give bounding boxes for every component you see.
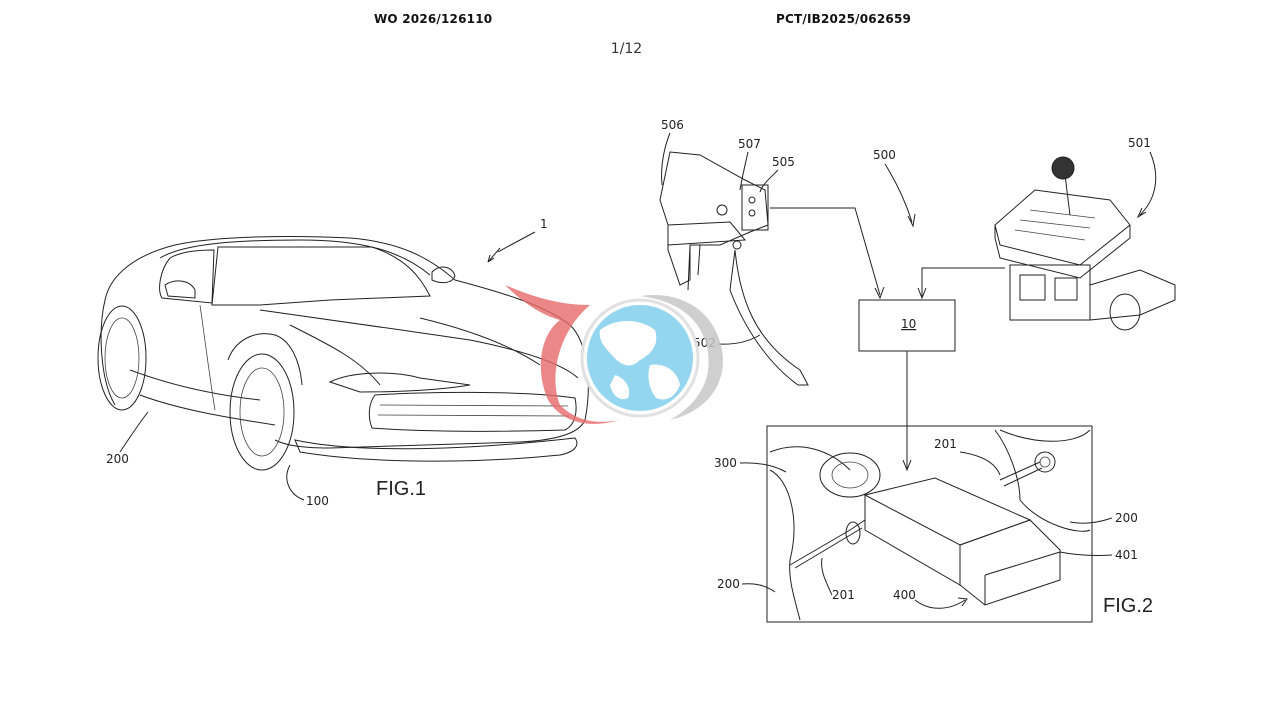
shifter-drawing xyxy=(994,156,1176,331)
actuator-module-drawing xyxy=(769,429,1091,621)
arrow-500 xyxy=(907,213,916,228)
fig1-ref-200: 200 xyxy=(106,452,129,466)
fig1-car-drawing xyxy=(97,235,589,471)
ref-500: 500 xyxy=(873,148,896,162)
leader-200-left xyxy=(741,583,776,593)
leader-501 xyxy=(1139,151,1157,216)
fig1-caption: FIG.1 xyxy=(376,478,426,500)
fig2-caption: FIG.2 xyxy=(1103,595,1153,617)
ref-507: 507 xyxy=(738,137,761,151)
ref-401: 401 xyxy=(1115,548,1138,562)
ref-200-right: 200 xyxy=(1115,511,1138,525)
fig2-inset-frame xyxy=(766,425,1093,623)
ref-200-left: 200 xyxy=(717,577,740,591)
controller-box-label: 10 xyxy=(901,317,916,331)
ref-201-bottom: 201 xyxy=(832,588,855,602)
leader-505 xyxy=(759,169,779,193)
leader-201-top xyxy=(959,451,1001,476)
ref-201-top: 201 xyxy=(934,437,957,451)
leader-300 xyxy=(739,462,787,473)
sheet-number: 1/12 xyxy=(610,41,643,57)
leader-401 xyxy=(1059,551,1113,556)
module-arrow-head xyxy=(902,459,912,472)
leader-506 xyxy=(661,132,671,186)
arrow-1 xyxy=(487,247,501,263)
ref-506: 506 xyxy=(661,118,684,132)
leader-507 xyxy=(739,151,749,191)
shifter-arrow-head xyxy=(917,287,927,300)
leader-100 xyxy=(286,464,305,501)
ref-501: 501 xyxy=(1128,136,1151,150)
ref-300: 300 xyxy=(714,456,737,470)
arrow-400 xyxy=(957,597,968,607)
application-number: PCT/IB2025/062659 xyxy=(776,12,912,26)
leader-500 xyxy=(884,163,913,223)
pedal-arrow-head xyxy=(874,286,885,300)
fig1-ref-100: 100 xyxy=(306,494,329,508)
leader-400 xyxy=(914,599,966,609)
leader-1 xyxy=(497,231,536,253)
pedal-to-controller-line xyxy=(770,207,881,296)
pedal-assembly-drawing xyxy=(659,151,809,386)
leader-201-bottom xyxy=(821,557,833,596)
arrow-501 xyxy=(1136,207,1147,219)
globe-watermark-logo xyxy=(505,285,723,424)
leader-200-right xyxy=(1069,517,1113,524)
publication-number: WO 2026/126110 xyxy=(374,12,493,26)
leader-200 xyxy=(119,411,149,453)
leader-502 xyxy=(717,334,761,345)
ref-505: 505 xyxy=(772,155,795,169)
shifter-to-controller-line xyxy=(921,267,1005,296)
fig1-ref-1: 1 xyxy=(540,217,548,231)
ref-400: 400 xyxy=(893,588,916,602)
